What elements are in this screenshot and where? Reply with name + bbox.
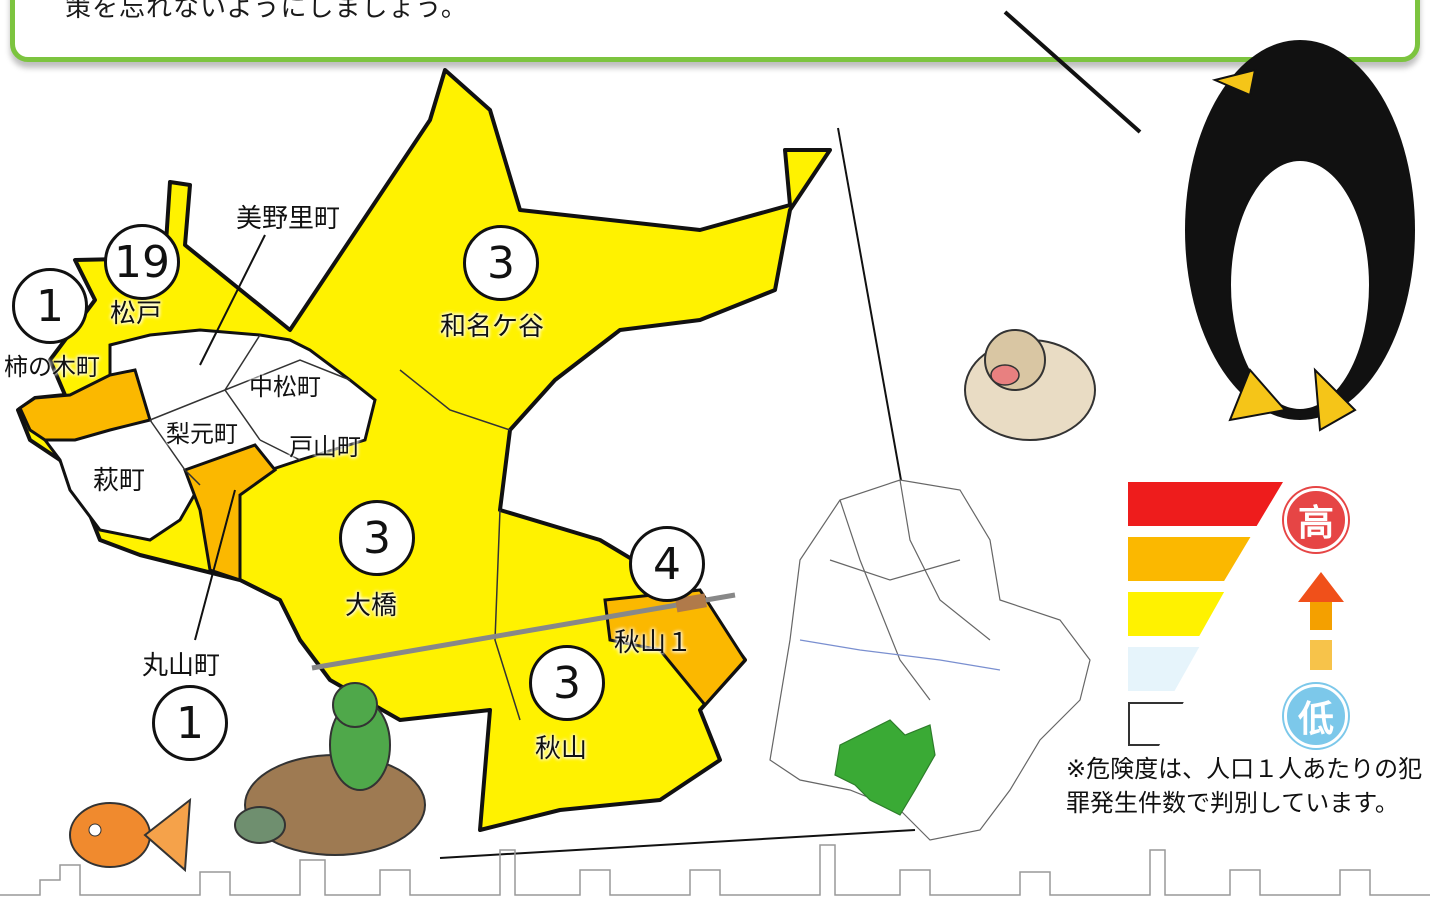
frog-turtle-illustration [234, 682, 426, 856]
label-maruyama: 丸山町 [142, 651, 221, 681]
count-akiyama: 3 [529, 645, 605, 721]
banner-text: 策を忘れないようにしましょう。 [65, 0, 468, 23]
legend-high-badge: 高 [1284, 488, 1348, 552]
rod-decoration [311, 592, 736, 671]
count-matsudo: 19 [104, 224, 180, 300]
skyline-decoration [0, 844, 1430, 896]
legend-note: ※危険度は、人口１人あたりの犯罪発生件数で判別しています。 [1066, 755, 1423, 817]
label-nashimoto: 梨元町 [166, 420, 238, 448]
count-wanagaya: 3 [463, 225, 539, 301]
count-maruyama: 1 [152, 685, 228, 761]
legend-swatch-high [1128, 482, 1283, 526]
legend-arrow [1298, 572, 1344, 670]
inset-highlight [834, 719, 936, 816]
label-matsudo: 松戸 [110, 299, 163, 329]
label-wanagaya: 和名ケ谷 [440, 312, 545, 342]
inset-map [769, 479, 1091, 841]
label-ohashi: 大橋 [345, 591, 398, 621]
label-nakamatsu: 中松町 [249, 373, 321, 401]
penguin-illustration [1003, 10, 1415, 432]
legend-low-badge: 低 [1284, 684, 1348, 748]
info-banner: 策を忘れないようにしましょう。 [10, 0, 1420, 62]
label-akiyama1: 秋山１ [614, 628, 693, 658]
sparrow-illustration [964, 329, 1096, 441]
map-region-akiyama1 [603, 588, 747, 708]
boundary-lines [149, 334, 521, 721]
label-toyama: 戸山町 [289, 433, 361, 461]
goldfish-illustration [69, 797, 192, 873]
count-kakinoki: 1 [12, 268, 88, 344]
count-akiyama1: 4 [629, 526, 705, 602]
label-akiyama: 秋山 [535, 734, 588, 764]
label-hagi: 萩町 [93, 466, 146, 496]
label-minosato: 美野里町 [236, 204, 341, 234]
label-kakinoki: 柿の木町 [4, 353, 100, 381]
count-ohashi: 3 [339, 500, 415, 576]
